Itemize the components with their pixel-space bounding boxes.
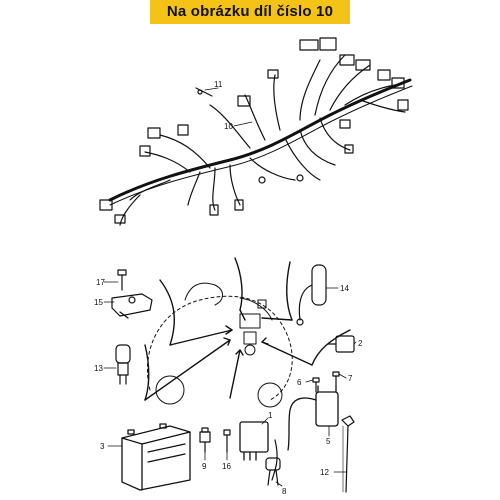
callout-16: 16: [222, 462, 231, 471]
callout-7: 7: [348, 374, 353, 383]
part-2-relay: [327, 335, 355, 353]
callout-9: 9: [202, 462, 207, 471]
callout-2: 2: [358, 339, 363, 348]
callout-10: 10: [224, 122, 233, 131]
part-5-ignition-coil: [287, 385, 339, 451]
callout-17: 17: [96, 278, 105, 287]
callout-13: 13: [94, 364, 103, 373]
page-title-banner: Na obrázku díl číslo 10: [150, 0, 350, 24]
part-16-screw: [223, 429, 231, 453]
callout-5: 5: [326, 437, 331, 446]
part-12-strap: [341, 415, 355, 493]
callout-14: 14: [340, 284, 349, 293]
part-3-battery: [121, 423, 191, 491]
callout-11: 11: [214, 80, 223, 89]
callout-labels: 11 10 17 15 13 14 2 3 9 16 1 8 5 6 7 12: [94, 80, 363, 496]
part-8-plug-cap: [265, 439, 281, 486]
pointer-arcs: [144, 257, 351, 401]
callout-8: 8: [282, 487, 287, 496]
leader-lines: [103, 87, 357, 487]
callout-6: 6: [297, 378, 302, 387]
part-14-sensor: [296, 264, 327, 326]
callout-3: 3: [100, 442, 105, 451]
wire-harness: [99, 37, 413, 226]
callout-12: 12: [320, 468, 329, 477]
part-1-cdi-unit: [239, 421, 269, 461]
callout-1: 1: [268, 411, 273, 420]
part-13-connector: [115, 344, 131, 385]
callout-15: 15: [94, 298, 103, 307]
scooter-outline: [146, 282, 293, 408]
part-17-bolt: [117, 269, 127, 291]
part-15-bracket: [111, 293, 153, 319]
part-7-screw: [332, 371, 340, 387]
part-9-switch: [199, 427, 211, 453]
